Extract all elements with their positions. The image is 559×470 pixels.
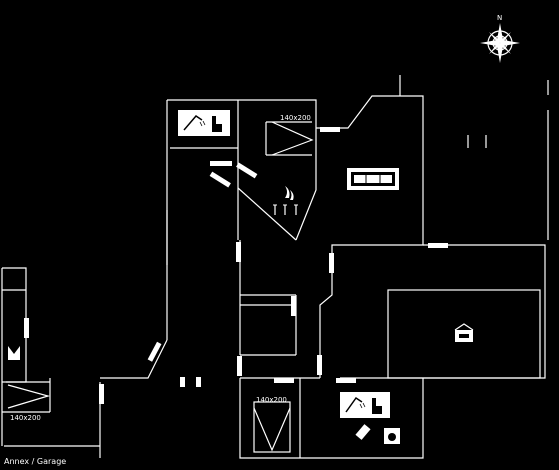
washing-machine-icon — [384, 428, 400, 444]
compass-rose-icon — [480, 23, 520, 63]
fireplace-icon — [273, 186, 298, 215]
plan-caption: Annex / Garage — [4, 457, 67, 466]
sofa-icon — [347, 168, 399, 190]
sauna-icon — [8, 346, 20, 360]
doors — [24, 127, 448, 440]
bed-label-upper: 140x200 — [280, 114, 311, 122]
compass-north-label: N — [497, 14, 503, 22]
toilet-shower-icon — [340, 392, 390, 418]
bed-label-lower: 140x200 — [256, 396, 287, 404]
jacuzzi-icon — [454, 323, 474, 342]
bed-lower — [253, 401, 291, 453]
bed-left — [6, 381, 51, 409]
bed-label-left: 140x200 — [10, 414, 41, 422]
bed-upper — [265, 121, 314, 156]
toilet-shower-icon — [178, 110, 230, 136]
